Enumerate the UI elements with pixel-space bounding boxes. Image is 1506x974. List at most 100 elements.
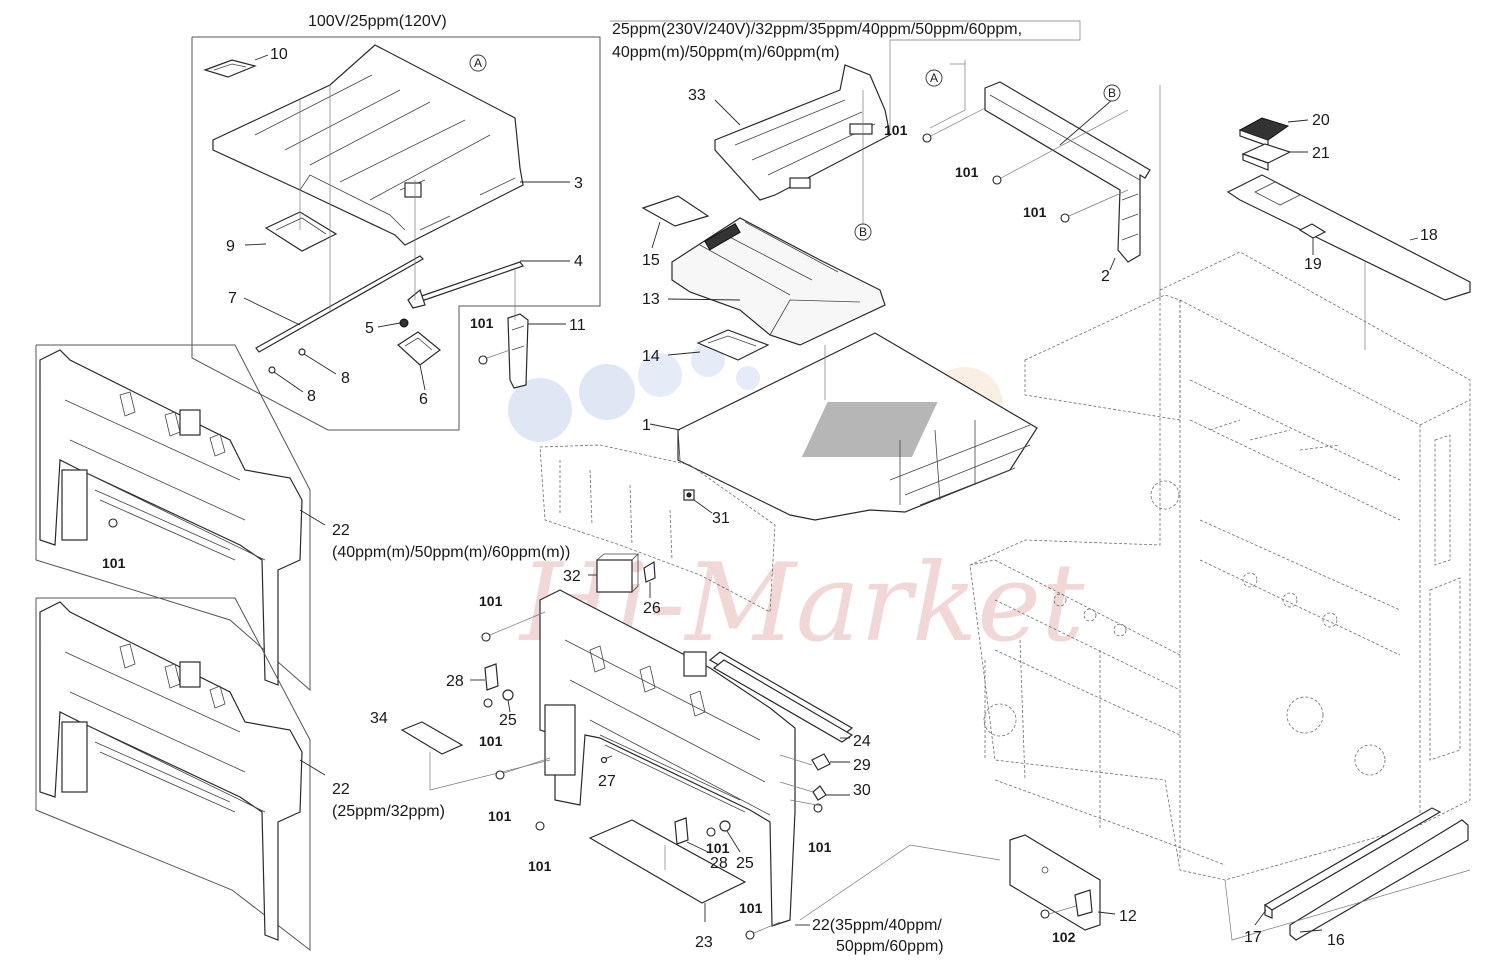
- screw-label-101-l: 101: [739, 900, 763, 916]
- callout-19: 19: [1304, 256, 1322, 273]
- screw-label-101-f: 101: [479, 593, 503, 609]
- callout-28-lower: 28: [710, 855, 728, 872]
- svg-text:B: B: [1108, 86, 1116, 100]
- part-28-upper: [484, 663, 499, 691]
- part-33-exit-tray: [714, 64, 891, 201]
- ref-line-a: [929, 60, 966, 129]
- callout-13: 13: [642, 291, 660, 308]
- part-15: [641, 195, 710, 227]
- ref-line-bottom: [799, 844, 1001, 921]
- part-8-pins: [268, 348, 306, 374]
- screw-label-101-k: 101: [808, 839, 832, 855]
- screw-label-101-i: 101: [528, 858, 552, 874]
- part-28-lower: [674, 817, 689, 845]
- callout-27: 27: [598, 773, 616, 790]
- callout-2: 2: [1101, 268, 1110, 285]
- frame-rail-dashed: [539, 444, 776, 613]
- screw-label-101-a: 101: [884, 122, 908, 138]
- callout-29: 29: [853, 757, 871, 774]
- screw-label-101-h: 101: [488, 808, 512, 824]
- part-20-filter: [1238, 117, 1290, 147]
- panel-22-upper: [39, 349, 303, 686]
- ref-mark-b-left: B: [854, 223, 872, 241]
- callout-23: 23: [695, 934, 713, 951]
- variant-lower-models: (25ppm/32ppm): [332, 803, 445, 820]
- callout-8-left: 8: [307, 388, 316, 405]
- screw-label-101-d: 101: [470, 315, 494, 331]
- group-note-top-line1: 25ppm(230V/240V)/32ppm/35ppm/40ppm/50ppm…: [612, 21, 1022, 38]
- callout-4: 4: [574, 253, 583, 270]
- callout-31: 31: [712, 510, 730, 527]
- screw-102: [1040, 909, 1050, 919]
- screw-label-102: 102: [1052, 929, 1076, 945]
- part-4-lever: [407, 261, 524, 309]
- ref-mark-a-left: A: [469, 54, 487, 72]
- callout-25-upper: 25: [499, 712, 517, 729]
- part-7-rod: [255, 255, 424, 353]
- screw-label-101-c: 101: [1023, 204, 1047, 220]
- part-12-plate: [1009, 834, 1101, 931]
- callout-25-lower: 25: [736, 855, 754, 872]
- callout-30: 30: [853, 782, 871, 799]
- callout-33: 33: [688, 87, 706, 104]
- callout-17: 17: [1244, 929, 1262, 946]
- callout-11: 11: [569, 317, 586, 334]
- callout-12: 12: [1119, 908, 1137, 925]
- callout-32: 32: [563, 568, 581, 585]
- group-note-top-line2: 40ppm(m)/50ppm(m)/60ppm(m): [612, 44, 840, 61]
- main-chassis-frame: [969, 251, 1471, 881]
- part-26-clip: [643, 560, 656, 583]
- part-24-guide: [708, 651, 854, 743]
- variant-main-line1: 22(35ppm/40ppm/: [812, 917, 942, 934]
- part-32-block: [596, 553, 639, 593]
- part-31: [683, 489, 695, 501]
- screw-label-101-b: 101: [955, 164, 979, 180]
- svg-text:A: A: [930, 71, 938, 85]
- screw-label-101-g: 101: [479, 733, 503, 749]
- callout-7: 7: [228, 290, 237, 307]
- svg-text:A: A: [474, 56, 482, 70]
- callout-10: 10: [270, 46, 288, 63]
- callout-26: 26: [643, 600, 661, 617]
- part-10: [203, 59, 257, 78]
- part-27-pin: [600, 755, 613, 764]
- panel-22-lower: [39, 601, 303, 941]
- callout-16: 16: [1327, 932, 1345, 949]
- ref-mark-b-right: B: [1103, 84, 1121, 102]
- screw-label-101-j: 101: [706, 840, 730, 856]
- group-bracket-top: [610, 20, 1081, 130]
- part-30: [812, 785, 827, 801]
- part-14: [696, 329, 770, 361]
- callout-14: 14: [642, 348, 660, 365]
- part-6: [397, 331, 441, 366]
- screw-101-group-top: [922, 107, 1129, 223]
- part-34-sheet: [400, 721, 464, 755]
- part-18-plate: [1226, 174, 1471, 301]
- ref-line-34: [429, 752, 551, 791]
- part-1-top-cover: [677, 332, 1038, 521]
- callout-20: 20: [1312, 112, 1330, 129]
- group-note-100v: 100V/25ppm(120V): [308, 13, 447, 30]
- callout-5: 5: [365, 320, 374, 337]
- part-3-exit-tray: [212, 44, 524, 246]
- part-25-washer-upper: [502, 689, 514, 701]
- part-29: [811, 753, 831, 771]
- part-21-frame: [1241, 143, 1292, 171]
- variant-lower-num: 22: [332, 781, 350, 798]
- ref-line-rails: [1224, 869, 1471, 941]
- part-13-cover: [671, 217, 886, 346]
- callout-1: 1: [642, 417, 651, 434]
- group-box-100v: [191, 36, 601, 431]
- screw-label-101-e: 101: [102, 555, 126, 571]
- callout-6: 6: [419, 391, 428, 408]
- svg-text:B: B: [859, 225, 867, 239]
- ref-mark-a-right: A: [925, 69, 943, 87]
- callout-15: 15: [642, 252, 660, 269]
- part-11-bracket: [507, 313, 529, 389]
- part-25-washer-lower: [719, 820, 731, 832]
- variant-main-line2: 50ppm/60ppm): [836, 938, 944, 955]
- part-23-sheet: [588, 819, 747, 904]
- variant-upper-models: (40ppm(m)/50ppm(m)/60ppm(m)): [332, 544, 570, 561]
- callout-34: 34: [370, 710, 388, 727]
